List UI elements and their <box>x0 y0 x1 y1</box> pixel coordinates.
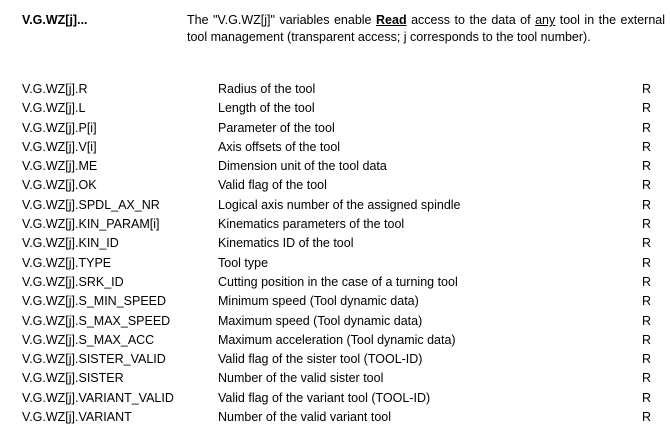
access-mode: R <box>642 332 652 347</box>
variable-description: Maximum speed (Tool dynamic data) <box>218 313 423 328</box>
variable-name: V.G.WZ[j].ME <box>22 159 98 174</box>
table-row: V.G.WZ[j].R Radius of the tool R <box>0 82 670 101</box>
variable-name: V.G.WZ[j].V[i] <box>22 139 97 154</box>
variable-description: Axis offsets of the tool <box>218 139 341 154</box>
table-row: V.G.WZ[j].OK Valid flag of the tool R <box>0 178 670 197</box>
access-mode: R <box>642 101 652 116</box>
access-mode: R <box>642 410 652 425</box>
variable-description: Kinematics parameters of the tool <box>218 217 405 232</box>
variable-description: Valid flag of the tool <box>218 178 327 193</box>
variable-name: V.G.WZ[j].L <box>22 101 86 116</box>
access-mode: R <box>642 178 652 193</box>
table-row: V.G.WZ[j].P[i] Parameter of the tool R <box>0 121 670 140</box>
table-row: V.G.WZ[j].S_MAX_SPEED Maximum speed (Tool… <box>0 314 670 333</box>
variable-name: V.G.WZ[j].SISTER <box>22 371 124 386</box>
access-mode: R <box>642 294 652 309</box>
variable-description: Number of the valid variant tool <box>218 410 392 425</box>
description-text-part2: access to the data of <box>406 13 536 27</box>
table-row: V.G.WZ[j].S_MIN_SPEED Minimum speed (Tool… <box>0 294 670 313</box>
table-row: V.G.WZ[j].ME Dimension unit of the tool d… <box>0 159 670 178</box>
table-row: V.G.WZ[j].VARIANT Number of the valid var… <box>0 410 670 429</box>
table-row: V.G.WZ[j].VARIANT_VALID Valid flag of the… <box>0 391 670 410</box>
access-mode: R <box>642 236 652 251</box>
table-row: V.G.WZ[j].SISTER_VALID Valid flag of the … <box>0 352 670 371</box>
access-mode: R <box>642 159 652 174</box>
table-row: V.G.WZ[j].SRK_ID Cutting position in the … <box>0 275 670 294</box>
variable-description: Logical axis number of the assigned spin… <box>218 197 461 212</box>
variable-group-term: V.G.WZ[j]... <box>22 13 88 27</box>
table-row: V.G.WZ[j].L Length of the tool R <box>0 101 670 120</box>
variable-description: Cutting position in the case of a turnin… <box>218 274 458 289</box>
variable-description: Tool type <box>218 255 269 270</box>
variable-description: Number of the valid sister tool <box>218 371 384 386</box>
description-text-part1: The "V.G.WZ[j]" variables enable <box>187 13 377 27</box>
access-mode: R <box>642 313 652 328</box>
table-row: V.G.WZ[j].SISTER Number of the valid sist… <box>0 371 670 390</box>
description-any-keyword: any <box>535 13 556 27</box>
description-read-keyword: Read <box>376 13 407 27</box>
access-mode: R <box>642 217 652 232</box>
table-row: V.G.WZ[j].TYPE Tool type R <box>0 256 670 275</box>
table-row: V.G.WZ[j].KIN_PARAM[i] Kinematics paramet… <box>0 217 670 236</box>
variable-name: V.G.WZ[j].VARIANT <box>22 410 132 425</box>
variable-description: Valid flag of the sister tool (TOOL-ID) <box>218 352 423 367</box>
table-row: V.G.WZ[j].S_MAX_ACC Maximum acceleration … <box>0 333 670 352</box>
access-mode: R <box>642 371 652 386</box>
variable-name: V.G.WZ[j].TYPE <box>22 255 112 270</box>
variable-group-description: The "V.G.WZ[j]" variables enable Read ac… <box>187 12 665 46</box>
access-mode: R <box>642 82 652 96</box>
variable-name: V.G.WZ[j].SRK_ID <box>22 274 124 289</box>
variable-name: V.G.WZ[j].S_MIN_SPEED <box>22 294 167 309</box>
access-mode: R <box>642 197 652 212</box>
access-mode: R <box>642 352 652 367</box>
variable-name: V.G.WZ[j].KIN_PARAM[i] <box>22 217 160 232</box>
variable-description: Maximum acceleration (Tool dynamic data) <box>218 332 456 347</box>
access-mode: R <box>642 255 652 270</box>
access-mode: R <box>642 120 652 135</box>
access-mode: R <box>642 139 652 154</box>
variable-name: V.G.WZ[j].KIN_ID <box>22 236 119 251</box>
variable-name: V.G.WZ[j].OK <box>22 178 97 193</box>
variable-group-header: V.G.WZ[j]... The "V.G.WZ[j]" variables e… <box>0 0 670 70</box>
description-text-part3: tool in the external tool management (tr… <box>187 13 666 44</box>
table-row: V.G.WZ[j].V[i] Axis offsets of the tool R <box>0 140 670 159</box>
table-row: V.G.WZ[j].KIN_ID Kinematics ID of the too… <box>0 236 670 255</box>
variable-description: Kinematics ID of the tool <box>218 236 354 251</box>
variable-description: Valid flag of the variant tool (TOOL-ID) <box>218 390 431 405</box>
variable-description: Length of the tool <box>218 101 315 116</box>
access-mode: R <box>642 274 652 289</box>
table-row: V.G.WZ[j].SPDL_AX_NR Logical axis number … <box>0 198 670 217</box>
variable-name: V.G.WZ[j].SPDL_AX_NR <box>22 197 160 212</box>
access-mode: R <box>642 390 652 405</box>
variable-name: V.G.WZ[j].S_MAX_SPEED <box>22 313 171 328</box>
variable-name: V.G.WZ[j].P[i] <box>22 120 97 135</box>
variable-description: Dimension unit of the tool data <box>218 159 387 174</box>
variable-name: V.G.WZ[j].VARIANT_VALID <box>22 390 174 405</box>
variable-description: Minimum speed (Tool dynamic data) <box>218 294 419 309</box>
variable-name: V.G.WZ[j].SISTER_VALID <box>22 352 166 367</box>
variable-name: V.G.WZ[j].R <box>22 82 88 96</box>
variable-description: Radius of the tool <box>218 82 316 96</box>
variable-name: V.G.WZ[j].S_MAX_ACC <box>22 332 155 347</box>
variable-description: Parameter of the tool <box>218 120 335 135</box>
